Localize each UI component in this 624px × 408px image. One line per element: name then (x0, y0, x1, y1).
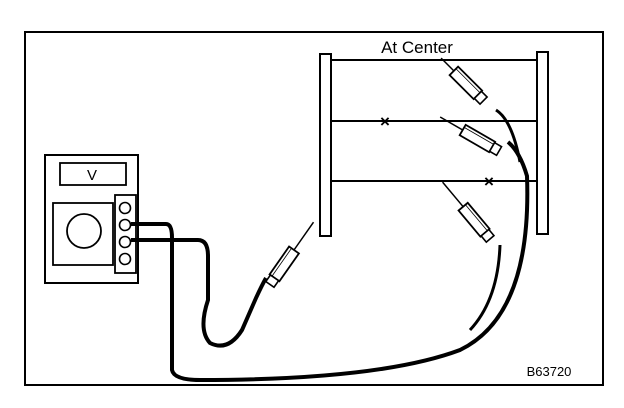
figure-code: B63720 (527, 364, 572, 379)
multimeter: V (44, 154, 139, 284)
meter-dial (66, 213, 102, 249)
defogger-grid: × × (319, 51, 549, 237)
jack-3 (118, 235, 132, 249)
meter-jack-panel (114, 194, 137, 274)
left-bus-bar (319, 53, 332, 237)
meter-display-window (59, 162, 127, 186)
lead-wire-branch-1 (495, 108, 522, 163)
jack-1 (118, 201, 132, 215)
probe-center-top (440, 57, 489, 106)
lead-wire-branch-2 (468, 244, 502, 332)
lead-wire-black (131, 238, 268, 348)
probe-left (264, 221, 315, 289)
meter-dial-panel (52, 202, 114, 266)
meter-body (44, 154, 139, 284)
break-mark-1: × (380, 112, 390, 131)
center-label: At Center (381, 38, 453, 57)
jack-2 (118, 218, 132, 232)
right-bus-bar (536, 51, 549, 235)
center-label-mask (368, 36, 466, 56)
probe-middle (439, 116, 503, 157)
probe-bottom (442, 181, 496, 244)
figure-frame (24, 31, 604, 386)
jack-4 (118, 252, 132, 266)
meter-display-label: V (87, 167, 97, 184)
lead-wire-red (131, 140, 530, 383)
break-mark-2: × (484, 172, 494, 191)
